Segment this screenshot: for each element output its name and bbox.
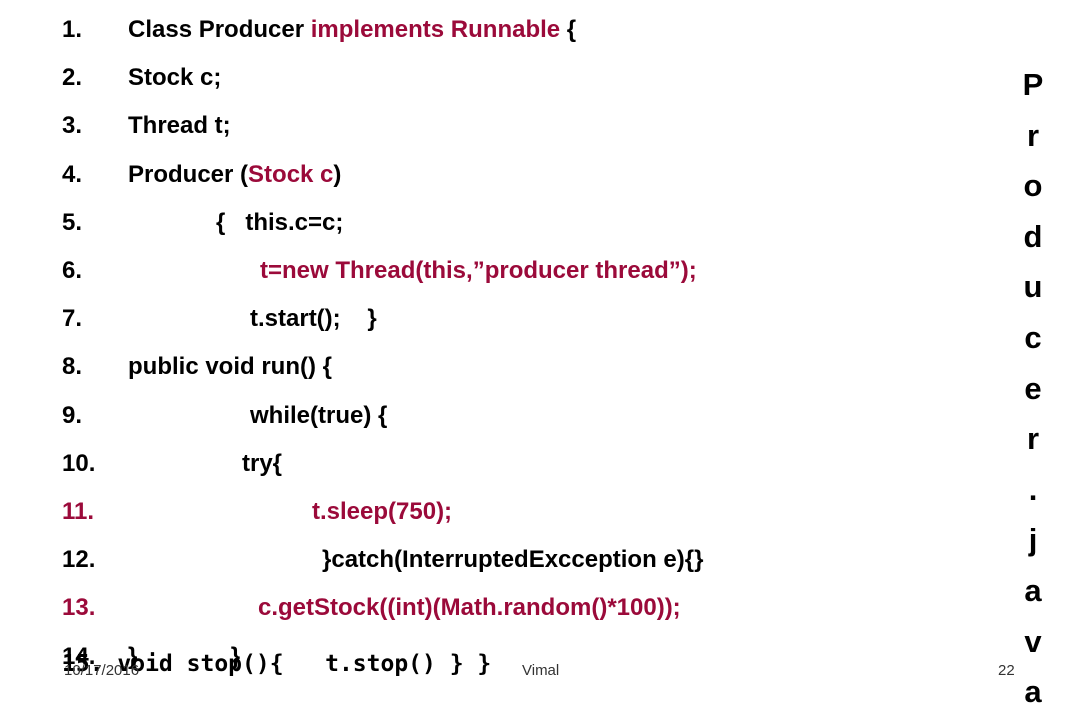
code-token: public void run() { [128,353,332,381]
code-token: implements Runnable [310,16,561,43]
line-number: 5. [62,208,83,236]
line-number: 3. [62,112,83,140]
code-token: } [137,642,241,670]
title-letter: u [1023,269,1043,305]
code-line-15: 15. void stop(){ t.stop() } } [62,651,492,677]
line-number: 9. [62,401,83,429]
code-text: }catch(InterruptedExcception e){} [322,546,703,574]
code-text: { this.c=c; [216,209,343,237]
footer-date: 10/17/2016 [64,662,140,679]
code-token: Class Producer [128,16,311,43]
line-number: 10. [62,449,96,477]
line-number: 13. [62,594,96,622]
title-letter: j [1028,522,1038,558]
line-number: 6. [62,257,83,284]
code-token: while(true) { [250,401,388,429]
title-letter: . [1028,471,1038,507]
slide-number: 22 [998,662,1015,679]
line-number: 11. [62,498,95,525]
line-number: 8. [62,353,83,381]
line-number: 12. [62,546,96,574]
code-text: c.getStock((int)(Math.random()*100)); [258,594,681,622]
code-token: ) [333,160,342,188]
code-text: t=new Thread(this,”producer thread”); [260,257,697,285]
title-letter: a [1024,572,1042,608]
code-text: Producer (Stock c) [128,161,341,189]
title-letter: r [1026,421,1040,457]
line-number: 4. [62,160,83,188]
code-token: t=new Thread(this,”producer thread”); [260,257,697,284]
code-token: try{ [242,449,283,477]
title-letter: v [1024,623,1042,659]
code-text: } } [128,643,240,671]
title-letter: d [1023,218,1043,254]
code-text: t.sleep(750); [312,498,452,526]
code-token: Stock c [248,160,334,188]
code-token: c.getStock((int)(Math.random()*100)); [258,594,681,622]
title-letter: r [1026,117,1040,153]
title-letter: c [1024,319,1042,355]
code-token: Thread t; [128,112,231,140]
code-token: } [128,642,138,670]
line-number: 2. [62,64,83,92]
code-text: t.start(); } [250,305,377,333]
line-number: 7. [62,305,83,333]
code-token: }catch(InterruptedExcception e){} [322,546,704,574]
code-text: while(true) { [250,402,387,430]
title-letter: e [1024,370,1042,406]
title-letter: a [1024,674,1042,710]
title-letter: P [1022,67,1044,102]
title-letter: o [1023,168,1043,204]
footer-author: Vimal [522,662,560,679]
code-text: try{ [242,450,282,478]
line-number: 1. [62,16,83,43]
code-token: Producer ( [128,160,249,188]
code-token: { this.c=c; [216,208,344,236]
code-token: t.sleep(750); [312,498,453,525]
code-text: Class Producer implements Runnable { [128,16,576,44]
code-text: Thread t; [128,112,231,140]
code-text: public void run() { [128,353,332,381]
code-text: Stock c; [128,64,221,92]
code-token: { [560,16,577,43]
code-token: t.start(); } [250,305,377,333]
line-number: 14. [62,642,96,670]
code-token: Stock c; [128,64,222,92]
